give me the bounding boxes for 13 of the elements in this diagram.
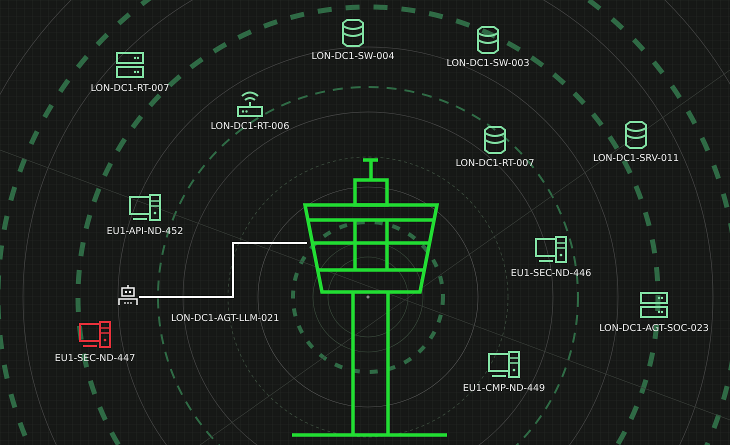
device-name: LON-DC1-AGT-SOC-023 [599, 323, 709, 334]
device-name: EU1-CMP-ND-449 [462, 383, 546, 394]
device-name: LON-DC1-SW-003 [446, 58, 530, 69]
device-name: LON-DC1-RT-006 [210, 121, 290, 132]
device-name: EU1-SEC-ND-447 [54, 353, 136, 364]
device-name: EU1-API-ND-452 [106, 226, 184, 237]
agent-name: LON-DC1-AGT-LLM-021 [171, 313, 280, 324]
device-name: EU1-SEC-ND-446 [510, 268, 592, 279]
device-name: LON-DC1-RT-007 [456, 158, 534, 169]
device-name: LON-DC1-SW-004 [312, 51, 394, 62]
connector-line [139, 242, 307, 298]
device-name: LON-DC1-SRV-011 [592, 153, 679, 164]
device-name: LON-DC1-RT-007 [90, 83, 170, 94]
